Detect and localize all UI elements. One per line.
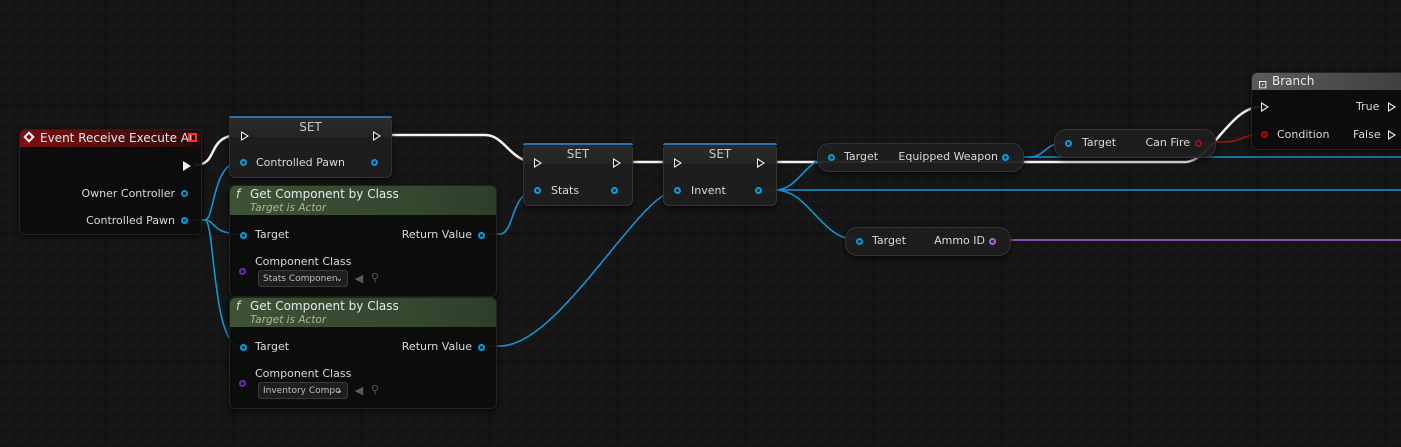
branch-false-pin[interactable] xyxy=(1388,130,1396,140)
return-value-label: Return Value xyxy=(401,340,472,353)
true-label: True xyxy=(1356,100,1380,113)
event-exec-out-pin[interactable] xyxy=(183,161,191,171)
set-controlled-pawn-node[interactable]: SET Controlled Pawn xyxy=(229,116,392,178)
get-component-by-class-stats-node[interactable]: f Get Component by Class Target is Actor… xyxy=(229,185,497,297)
set-exec-in-pin[interactable] xyxy=(534,158,542,168)
component-class-value: Stats Componen xyxy=(263,274,338,284)
equipped-weapon-target-pin[interactable] xyxy=(828,154,835,161)
function-title: Get Component by Class xyxy=(250,299,399,313)
event-receive-execute-ai-node[interactable]: Event Receive Execute AI Owner Controlle… xyxy=(19,129,202,235)
component-class-pin[interactable] xyxy=(239,268,246,275)
ammo-id-out-pin[interactable] xyxy=(989,238,996,245)
equipped-weapon-label: Equipped Weapon xyxy=(898,150,998,163)
target-pin[interactable] xyxy=(240,232,247,239)
set-exec-in-pin[interactable] xyxy=(241,131,249,141)
event-node-header[interactable]: Event Receive Execute AI xyxy=(20,130,201,147)
browse-back-icon[interactable]: ◀ xyxy=(354,384,364,397)
return-value-pin[interactable] xyxy=(478,344,485,351)
exec-wire xyxy=(380,133,536,164)
component-class-dropdown[interactable]: Inventory Compo ⌄ xyxy=(258,382,348,399)
set-exec-out-pin[interactable] xyxy=(757,158,765,168)
get-component-by-class-inventory-node[interactable]: f Get Component by Class Target is Actor… xyxy=(229,297,497,409)
return-value-pin[interactable] xyxy=(478,232,485,239)
condition-pin[interactable] xyxy=(1261,131,1268,138)
get-equipped-weapon-node[interactable]: Target Equipped Weapon xyxy=(817,143,1024,172)
get-ammo-id-node[interactable]: Target Ammo ID xyxy=(845,227,1011,256)
branch-node[interactable]: ⊡ Branch True Condition False xyxy=(1251,72,1401,150)
event-node-title: Event Receive Execute AI xyxy=(40,131,193,145)
set-node-header: SET xyxy=(523,143,633,164)
search-icon[interactable]: ⚲ xyxy=(370,383,380,396)
function-icon: f xyxy=(236,187,241,201)
chevron-down-icon: ⌄ xyxy=(335,386,343,396)
invent-out-pin[interactable] xyxy=(755,187,762,194)
function-title: Get Component by Class xyxy=(250,187,399,201)
ammo-id-target-label: Target xyxy=(872,234,907,247)
function-node-header[interactable]: f Get Component by Class Target is Actor xyxy=(230,298,496,327)
search-icon[interactable]: ⚲ xyxy=(370,271,380,284)
false-label: False xyxy=(1353,128,1381,141)
stats-set-label: Stats xyxy=(551,184,580,197)
controlled-pawn-out-pin[interactable] xyxy=(371,159,378,166)
owner-controller-pin[interactable] xyxy=(181,190,188,197)
set-node-header: SET xyxy=(229,116,392,137)
can-fire-target-pin[interactable] xyxy=(1065,140,1072,147)
stats-in-pin[interactable] xyxy=(534,187,541,194)
stats-out-pin[interactable] xyxy=(611,187,618,194)
equipped-weapon-out-pin[interactable] xyxy=(1002,154,1009,161)
object-wire xyxy=(482,189,678,347)
set-invent-node[interactable]: SET Invent xyxy=(663,143,777,206)
branch-exec-in-pin[interactable] xyxy=(1261,102,1269,112)
controlled-pawn-label: Controlled Pawn xyxy=(86,214,175,227)
function-subtitle: Target is Actor xyxy=(250,202,327,214)
return-value-label: Return Value xyxy=(401,228,472,241)
component-class-label: Component Class xyxy=(255,255,352,268)
browse-back-icon[interactable]: ◀ xyxy=(354,272,364,285)
component-class-value: Inventory Compo xyxy=(263,386,341,396)
stop-square-icon xyxy=(188,133,197,142)
invent-set-label: Invent xyxy=(691,184,726,197)
get-can-fire-node[interactable]: Target Can Fire xyxy=(1054,129,1216,158)
controlled-pawn-pin[interactable] xyxy=(181,217,188,224)
function-subtitle: Target is Actor xyxy=(250,314,327,326)
component-class-pin[interactable] xyxy=(239,380,246,387)
target-pin[interactable] xyxy=(240,344,247,351)
target-label: Target xyxy=(255,228,290,241)
condition-label: Condition xyxy=(1277,128,1330,141)
function-icon: f xyxy=(236,299,241,313)
component-class-label: Component Class xyxy=(255,367,352,380)
set-exec-out-pin[interactable] xyxy=(613,158,621,168)
event-diamond-icon xyxy=(23,131,35,143)
chevron-down-icon: ⌄ xyxy=(335,274,343,284)
owner-controller-label: Owner Controller xyxy=(81,187,175,200)
set-node-header: SET xyxy=(663,143,777,164)
ammo-id-label: Ammo ID xyxy=(934,234,985,247)
can-fire-target-label: Target xyxy=(1082,136,1117,149)
equipped-weapon-target-label: Target xyxy=(844,150,879,163)
branch-node-header[interactable]: ⊡ Branch xyxy=(1252,73,1401,91)
ammo-id-target-pin[interactable] xyxy=(856,238,863,245)
invent-in-pin[interactable] xyxy=(674,187,681,194)
branch-true-pin[interactable] xyxy=(1388,102,1396,112)
can-fire-out-pin[interactable] xyxy=(1195,140,1202,147)
controlled-pawn-set-label: Controlled Pawn xyxy=(256,156,345,169)
branch-icon: ⊡ xyxy=(1258,78,1268,91)
set-stats-node[interactable]: SET Stats xyxy=(523,143,633,206)
target-label: Target xyxy=(255,340,290,353)
component-class-dropdown[interactable]: Stats Componen ⌄ xyxy=(258,270,348,287)
function-node-header[interactable]: f Get Component by Class Target is Actor xyxy=(230,186,496,215)
set-exec-out-pin[interactable] xyxy=(373,131,381,141)
branch-title: Branch xyxy=(1272,74,1315,88)
set-exec-in-pin[interactable] xyxy=(674,158,682,168)
controlled-pawn-in-pin[interactable] xyxy=(240,159,247,166)
can-fire-label: Can Fire xyxy=(1145,136,1190,149)
